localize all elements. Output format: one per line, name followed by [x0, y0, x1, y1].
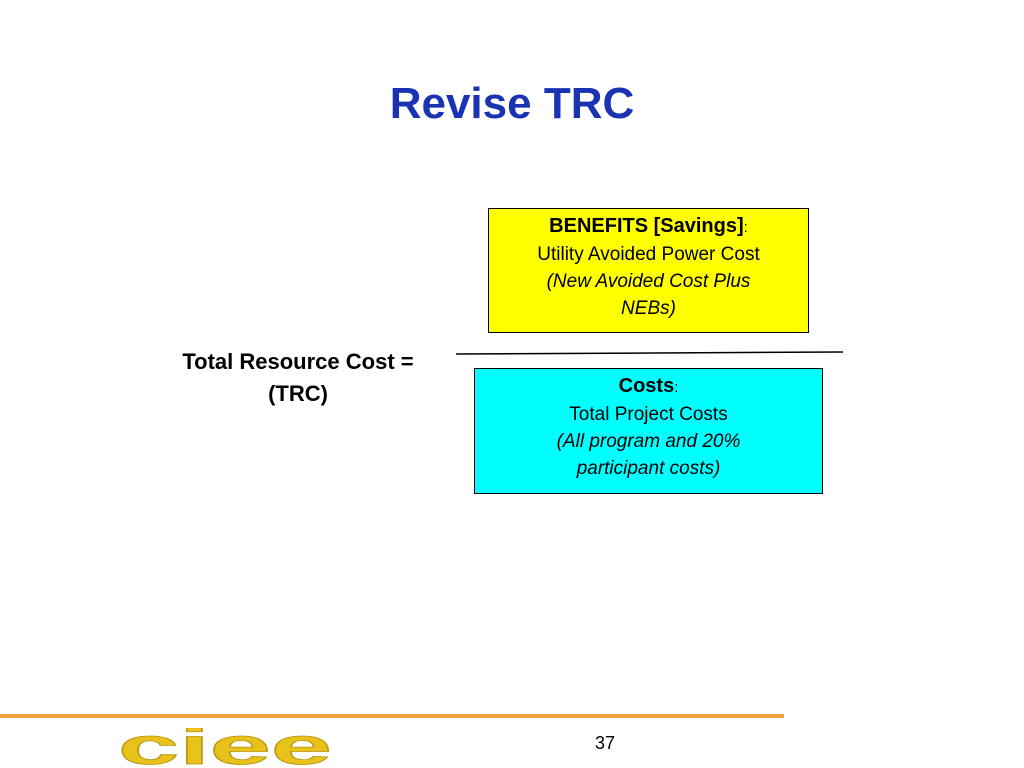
costs-line1: Total Project Costs: [569, 404, 728, 425]
footer-divider: [0, 714, 784, 718]
fraction-divider-line: [455, 351, 844, 355]
costs-note-line2: participant costs): [576, 458, 721, 479]
benefits-line1: Utility Avoided Power Cost: [537, 244, 760, 265]
page-number: 37: [594, 733, 616, 753]
benefits-box: BENEFITS [Savings]: Utility Avoided Powe…: [488, 208, 809, 333]
benefits-heading-colon: :: [743, 219, 748, 236]
trc-label-line2: (TRC): [268, 381, 328, 406]
trc-formula-label: Total Resource Cost = (TRC): [148, 346, 448, 410]
slide-title: Revise TRC: [389, 79, 635, 128]
benefits-note-line2: NEBs): [621, 298, 676, 319]
benefits-heading: BENEFITS [Savings]:: [489, 213, 808, 241]
costs-heading: Costs:: [475, 373, 822, 401]
trc-label-line1: Total Resource Cost =: [182, 349, 414, 374]
costs-heading-text: Costs: [618, 375, 675, 397]
costs-note-line1: (All program and 20%: [556, 431, 741, 452]
costs-box: Costs: Total Project Costs (All program …: [474, 368, 823, 494]
benefits-note-line1: (New Avoided Cost Plus: [546, 271, 751, 292]
benefits-heading-text: BENEFITS [Savings]: [549, 215, 744, 237]
costs-heading-colon: :: [674, 379, 679, 396]
ciee-logo: ciee: [118, 728, 332, 768]
ciee-logo-text: ciee: [118, 728, 332, 768]
